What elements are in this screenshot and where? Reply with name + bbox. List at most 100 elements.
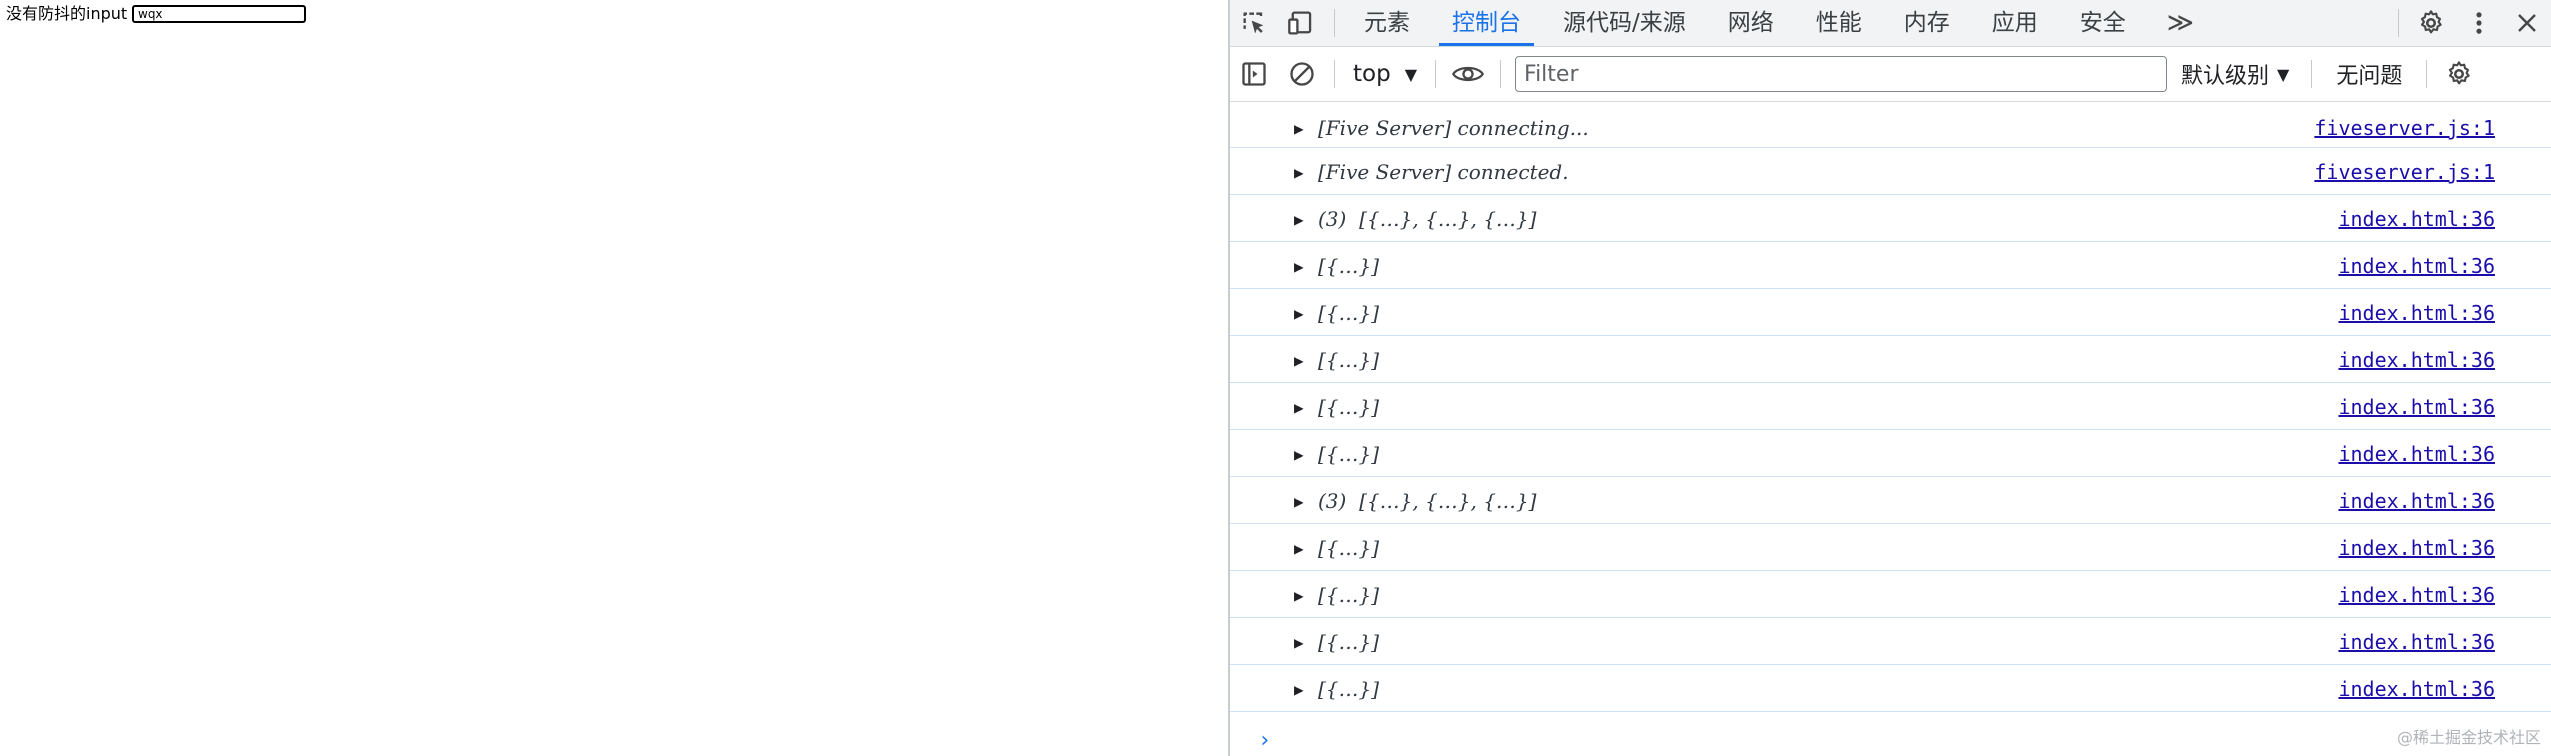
source-link[interactable]: index.html:36 [2338,442,2495,466]
console-message: ▶ [{…}] index.html:36 [1230,571,2551,618]
devtools-panel: 元素控制台源代码/来源 网络 性能 内存 应用 安全 ≫ top ▼ [1228,0,2551,756]
message-text: [{…}] [1318,442,1380,466]
toolbar-divider [1334,9,1335,37]
message-object[interactable]: [{…}] [1318,630,1379,654]
console-message: ▶ [{…}] index.html:36 [1230,383,2551,430]
device-toolbar-icon[interactable] [1278,0,1326,46]
watermark: @稀土掘金技术社区 [2396,728,2541,747]
message-text: [{…}] [1318,254,1380,278]
source-link[interactable]: index.html:36 [2338,301,2495,325]
page-label: 没有防抖的input [6,4,128,23]
expand-triangle-icon[interactable]: ▶ [1294,492,1304,511]
message-object[interactable]: [{…}] [1318,442,1379,466]
console-message: ▶ [Five Server] connected. fiveserver.js:1 [1230,148,2551,195]
expand-triangle-icon[interactable]: ▶ [1294,351,1304,370]
array-length: (3) [1318,207,1347,231]
message-text: [{…}, {…}, {…}] [1359,207,1537,231]
console-messages: ▶ [Five Server] connecting... fiveserver.j… [1230,104,2551,712]
expand-triangle-icon[interactable]: ▶ [1294,680,1304,699]
console-settings-gear-icon[interactable] [2435,51,2483,97]
message-object[interactable]: [{…}] [1318,301,1379,325]
console-message: ▶ [{…}] index.html:36 [1230,430,2551,477]
inspect-element-icon[interactable] [1230,0,1278,46]
text-input[interactable] [132,5,306,23]
tab-0[interactable]: 元素 [1364,10,1410,36]
expand-triangle-icon[interactable]: ▶ [1294,586,1304,605]
expand-triangle-icon[interactable]: ▶ [1294,163,1304,182]
issues-counter[interactable]: 无问题 [2336,64,2403,89]
caret-down-icon: ▼ [1404,64,1418,84]
source-link[interactable]: index.html:36 [2338,348,2495,372]
message-object[interactable]: (3) [{…}, {…}, {…}] [1318,207,1536,231]
filter-input[interactable] [1515,56,2168,92]
tab-4[interactable]: 性能 [1815,10,1862,36]
tab-6[interactable]: 应用 [1991,10,2038,36]
expand-triangle-icon[interactable]: ▶ [1294,633,1304,652]
more-tabs-button[interactable]: ≫ [2166,8,2194,38]
clear-console-icon[interactable] [1278,51,1326,97]
source-link[interactable]: index.html:36 [2338,536,2495,560]
close-icon[interactable] [2503,0,2551,46]
source-link[interactable]: index.html:36 [2338,677,2495,701]
context-selector[interactable]: top ▼ [1343,61,1427,87]
message-text: [{…}] [1318,301,1380,325]
more-options-icon[interactable] [2455,0,2503,46]
log-level-selector[interactable]: 默认级别 ▼ [2167,58,2303,90]
console-message: ▶ (3) [{…}, {…}, {…}] index.html:36 [1230,195,2551,242]
source-link[interactable]: index.html:36 [2338,395,2495,419]
array-length: (3) [1318,489,1347,513]
message-object[interactable]: [{…}] [1318,536,1379,560]
tab-3[interactable]: 网络 [1727,10,1774,36]
console-prompt[interactable]: › [1258,728,1272,753]
console-message: ▶ [{…}] index.html:36 [1230,618,2551,665]
page-content: 没有防抖的input [0,0,1228,756]
message-object[interactable]: [{…}] [1318,395,1379,419]
message-object[interactable]: [{…}] [1318,677,1379,701]
expand-triangle-icon[interactable]: ▶ [1294,398,1304,417]
source-link[interactable]: fiveserver.js:1 [2314,116,2495,140]
toolbar-divider [2311,60,2313,88]
tab-5[interactable]: 内存 [1903,10,1950,36]
toolbar-divider [1500,60,1502,88]
devtools-tab-bar: 元素控制台源代码/来源 网络 性能 内存 应用 安全 ≫ [1230,0,2551,47]
expand-triangle-icon[interactable]: ▶ [1294,257,1304,276]
toolbar-divider [2398,9,2399,37]
source-link[interactable]: index.html:36 [2338,489,2495,513]
settings-gear-icon[interactable] [2407,0,2455,46]
sidebar-toggle-icon[interactable] [1230,51,1278,97]
context-value: top [1353,61,1391,87]
source-link[interactable]: index.html:36 [2338,207,2495,231]
expand-triangle-icon[interactable]: ▶ [1294,304,1304,323]
expand-triangle-icon[interactable]: ▶ [1294,119,1304,138]
console-message: ▶ [{…}] index.html:36 [1230,242,2551,289]
log-level-value: 默认级别 [2181,64,2270,89]
toolbar-divider [1435,60,1437,88]
message-text: [{…}] [1318,583,1380,607]
message-text: [{…}, {…}, {…}] [1359,489,1537,513]
message-text: [{…}] [1318,536,1380,560]
tab-1[interactable]: 控制台 [1431,0,1542,46]
source-link[interactable]: index.html:36 [2338,630,2495,654]
message-object[interactable]: [{…}] [1318,254,1379,278]
message-text: [{…}] [1318,630,1380,654]
message-object[interactable]: (3) [{…}, {…}, {…}] [1318,489,1536,513]
console-message: ▶ [{…}] index.html:36 [1230,336,2551,383]
source-link[interactable]: index.html:36 [2338,583,2495,607]
message-object[interactable]: [Five Server] connected. [1318,160,1569,184]
message-object[interactable]: [{…}] [1318,583,1379,607]
console-message: ▶ [Five Server] connecting... fiveserver.j… [1230,104,2551,148]
expand-triangle-icon[interactable]: ▶ [1294,445,1304,464]
source-link[interactable]: fiveserver.js:1 [2314,160,2495,184]
expand-triangle-icon[interactable]: ▶ [1294,539,1304,558]
console-message: ▶ [{…}] index.html:36 [1230,524,2551,571]
toolbar-divider [1334,60,1335,88]
tab-7[interactable]: 安全 [2079,10,2126,36]
caret-down-icon: ▼ [2277,64,2290,84]
tab-2[interactable]: 源代码/来源 [1563,10,1686,36]
message-object[interactable]: [{…}] [1318,348,1379,372]
message-object[interactable]: [Five Server] connecting... [1318,116,1589,140]
console-message: ▶ [{…}] index.html:36 [1230,665,2551,712]
expand-triangle-icon[interactable]: ▶ [1294,210,1304,229]
live-expression-eye-icon[interactable] [1444,51,1492,97]
source-link[interactable]: index.html:36 [2338,254,2495,278]
